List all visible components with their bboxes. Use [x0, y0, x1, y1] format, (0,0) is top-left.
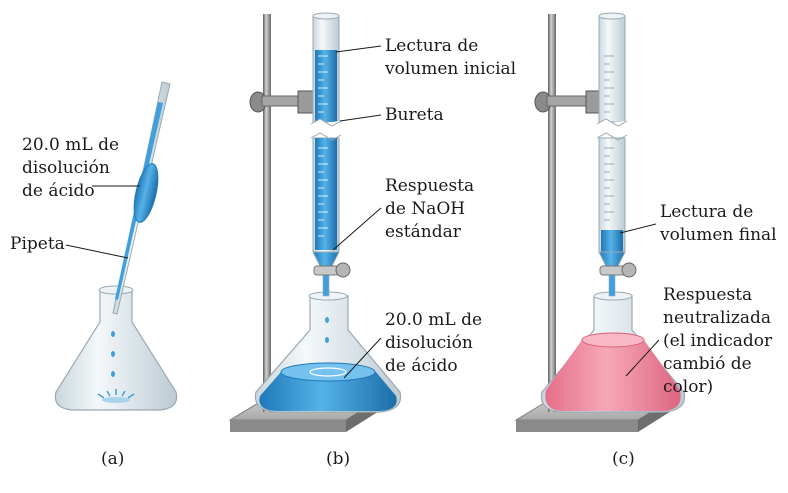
initial-reading-label: Lectura de volumen inicial [384, 36, 516, 79]
falling-drops-b [325, 317, 329, 343]
naoh-label: Respuesta de NaOH estándar [385, 176, 480, 242]
stopcock-c [599, 262, 637, 278]
caption-a: (a) [101, 449, 124, 469]
erlenmeyer-flask-c [540, 291, 686, 413]
panel-b: Lectura de volumen inicial Bureta Respue… [228, 12, 516, 469]
final-reading-label: Lectura de volumen final [659, 202, 777, 245]
naoh-leader [332, 207, 382, 251]
acid-label-b: 20.0 mL de disolución de ácido [385, 310, 487, 376]
burette-clamp-b [249, 90, 315, 114]
final-reading-leader [619, 223, 657, 234]
stand-rod-b [263, 14, 271, 412]
pipette [112, 81, 171, 315]
erlenmeyer-flask-b [254, 291, 402, 413]
stand-rod-c [548, 14, 556, 412]
neutralized-label: Respuesta neutralizada (el indicador cam… [663, 285, 778, 397]
falling-drops-a [111, 331, 115, 377]
splash-drops [97, 389, 135, 403]
stopcock-b [313, 262, 351, 278]
burette-clamp-c [534, 90, 603, 114]
erlenmeyer-flask-a [54, 285, 178, 411]
pipette-label: Pipeta [10, 234, 65, 254]
caption-c: (c) [612, 449, 635, 469]
burette-graduations-b [318, 55, 328, 237]
panel-a: 20.0 mL de disolución de ácido Pipeta (a… [10, 81, 178, 469]
burette-c [596, 12, 637, 297]
acid-label-a: 20.0 mL de disolución de ácido [22, 135, 124, 201]
acid-leader-b [343, 337, 382, 379]
pipette-leader [65, 244, 129, 259]
burette-label: Bureta [385, 105, 444, 125]
burette-leader [339, 114, 382, 122]
neutralized-leader [625, 339, 660, 377]
panel-c: Lectura de volumen final Respuesta neutr… [514, 12, 778, 469]
initial-reading-leader [335, 45, 382, 53]
burette-b [310, 12, 351, 297]
burette-graduations-c [604, 55, 614, 221]
caption-b: (b) [326, 449, 350, 469]
